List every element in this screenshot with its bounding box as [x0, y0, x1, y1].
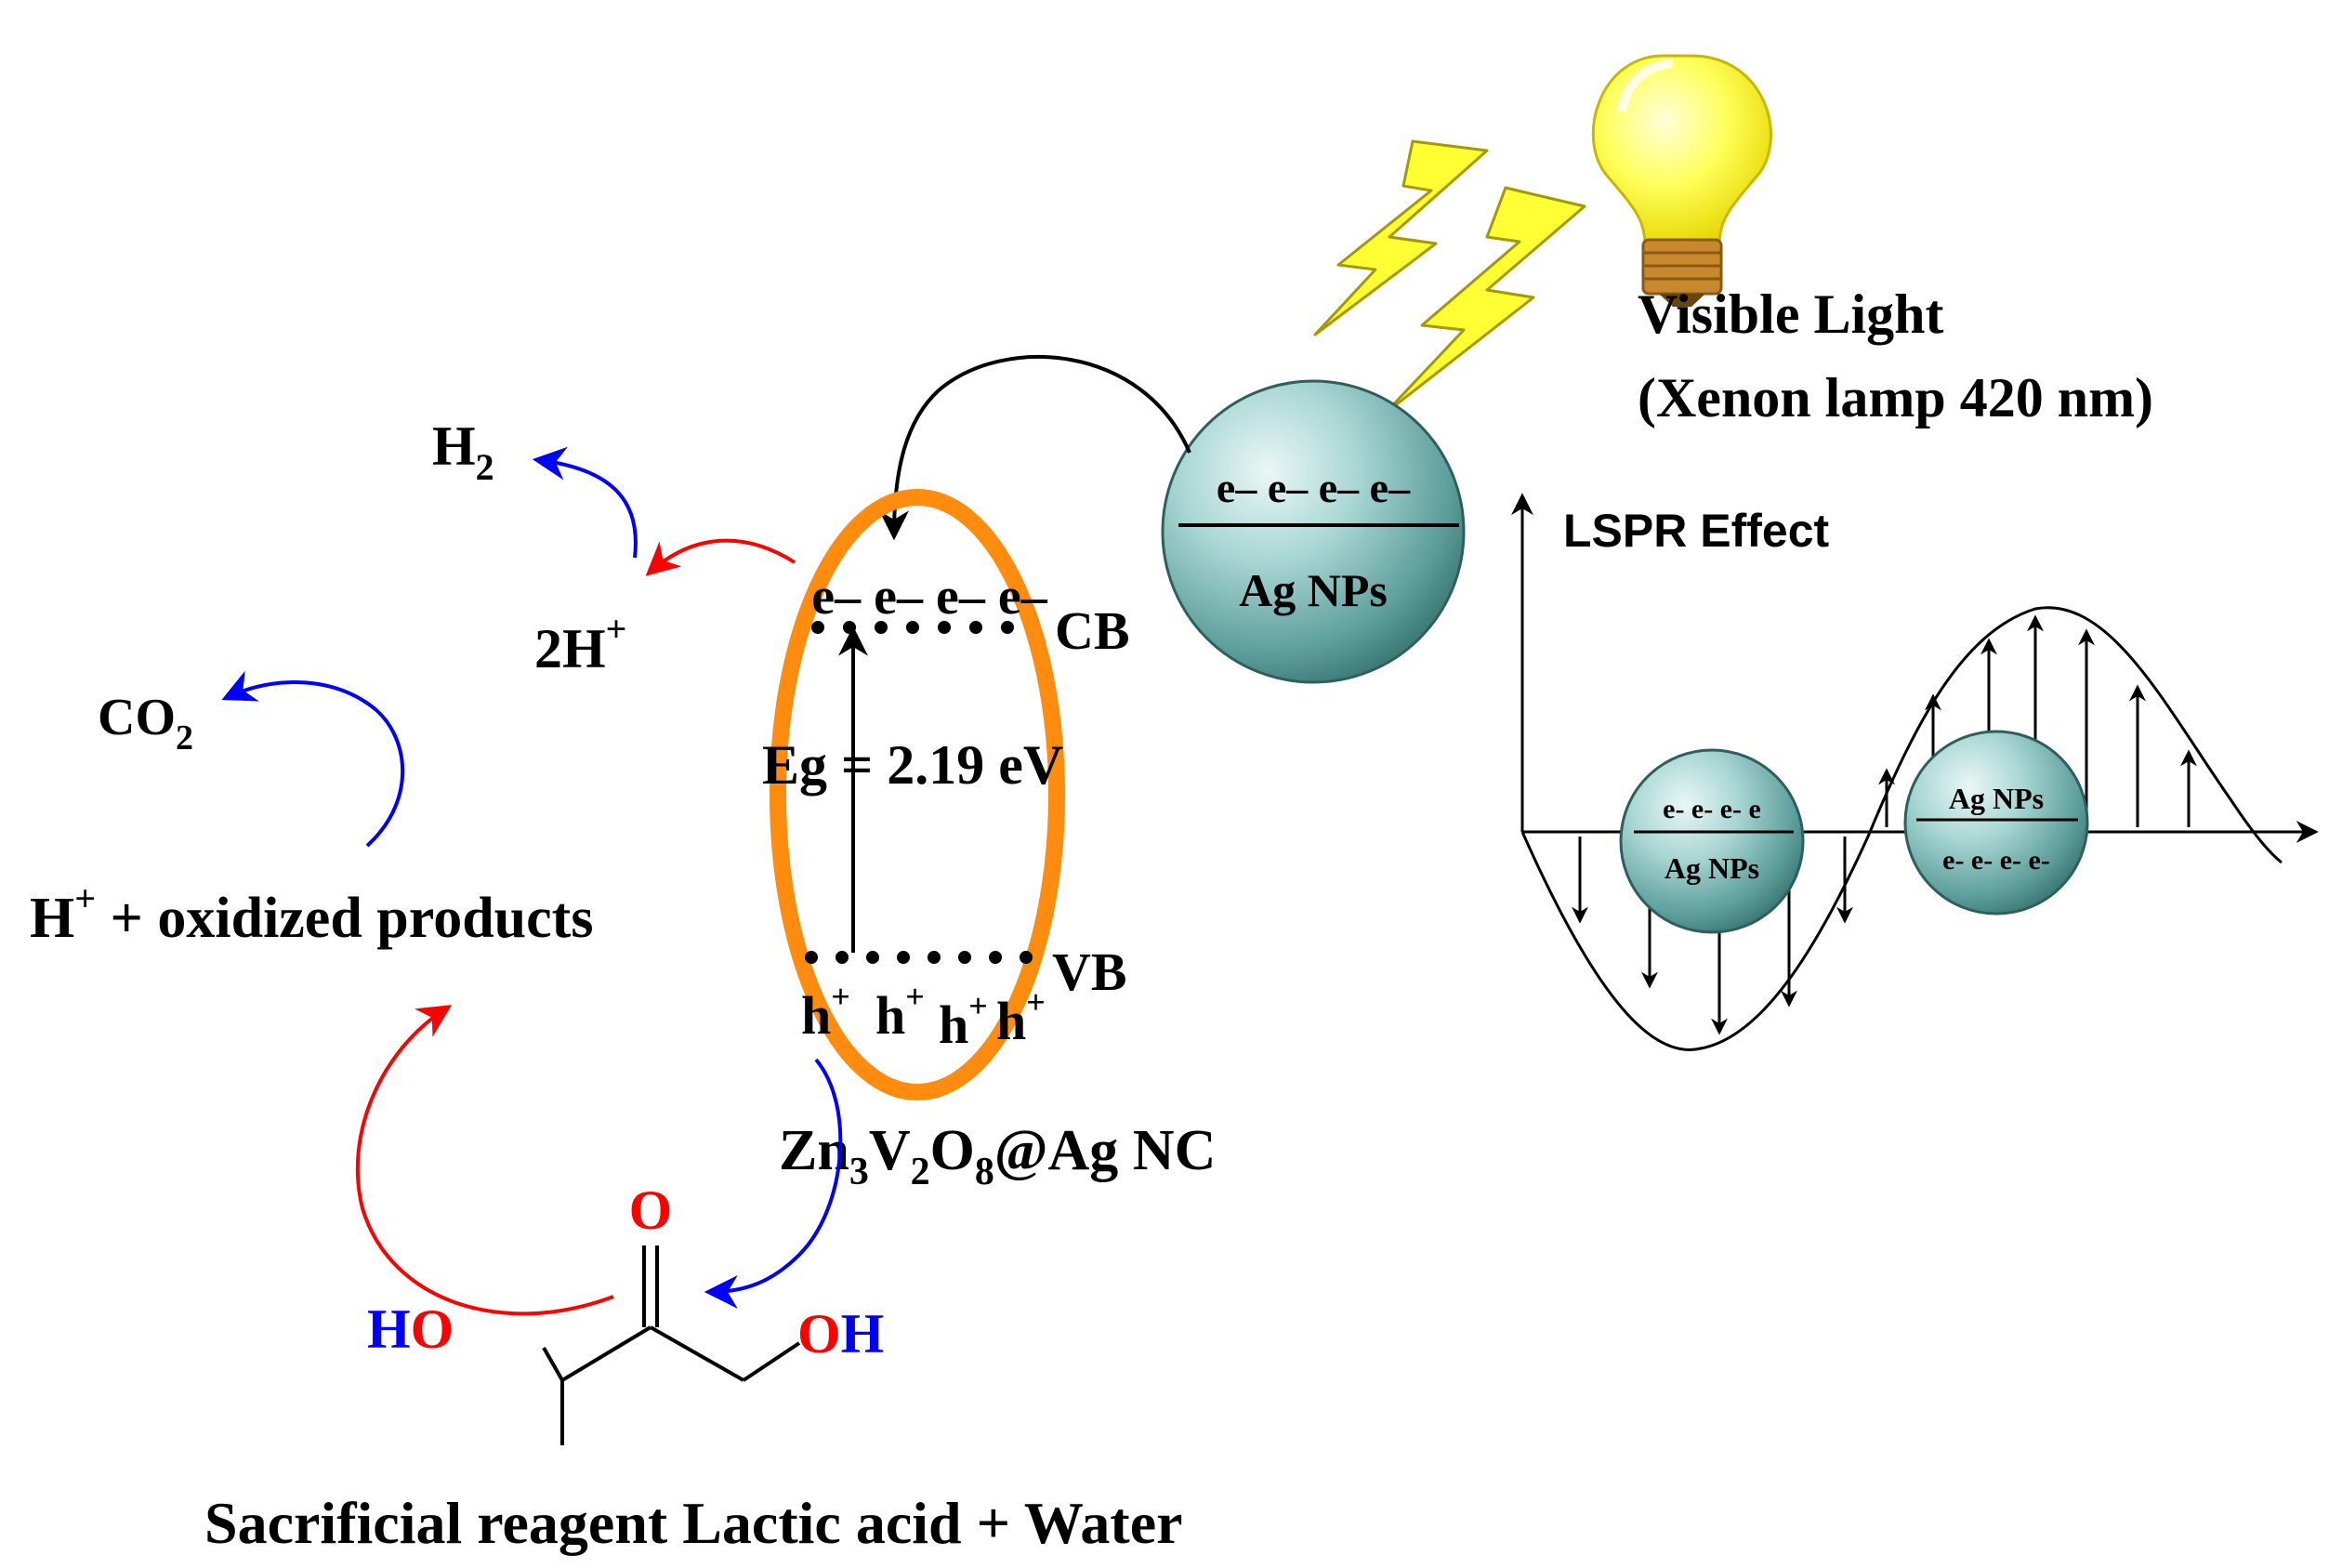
co2-label: CO2 [98, 689, 193, 758]
hydroxyl-group: OH [797, 1303, 884, 1364]
oxidation-arrow [355, 1005, 614, 1316]
ag-electrons: e– e– e– e– [1217, 464, 1411, 511]
co2-evolution-arrow [221, 670, 405, 848]
holes: h+ h+ h+ h+ [801, 978, 1046, 1055]
h2-evolution-arrow [532, 446, 638, 559]
hole: h+ [801, 978, 850, 1046]
hole-transfer-arrow [704, 1058, 843, 1309]
ag-label: Ag NPs [1239, 564, 1388, 616]
oxidized-products-label: H+ + oxidized products [30, 877, 593, 950]
reduction-arrow [645, 538, 796, 576]
lactic-acid-structure: O HO OH [367, 1179, 884, 1445]
ag-nanoparticle: e– e– e– e– Ag NPs [1161, 379, 1466, 684]
catalyst-name: Zn3V2O8@Ag NC [779, 1119, 1216, 1193]
hole: h+ [939, 987, 988, 1055]
bandgap-label: Eg = 2.19 eV [762, 734, 1063, 796]
light-subtitle: (Xenon lamp 420 nm) [1638, 367, 2153, 428]
hydroxyl-group: HO [367, 1298, 454, 1360]
lightning-bolt-icon [1313, 139, 1489, 336]
caption: Sacrificial reagent Lactic acid + Water [204, 1490, 1183, 1556]
cb-label: CB [1055, 600, 1130, 661]
electron-transfer-arrow [879, 354, 1191, 541]
hole: h+ [996, 983, 1046, 1051]
vb-label: VB [1052, 942, 1127, 1002]
lspr-left-electrons: e- e- e- e [1663, 794, 1761, 824]
light-title: Visible Light [1638, 283, 1944, 345]
carbonyl-oxygen: O [629, 1179, 673, 1241]
protons-label: 2H+ [534, 608, 626, 679]
lspr-panel: LSPR Effect e- e- e- e Ag NPs Ag NPs e- … [1511, 493, 2319, 1051]
ag-nanoparticle-small: Ag NPs e- e- e- e- [1903, 730, 2089, 916]
h2-label: H2 [432, 415, 494, 488]
hole: h+ [875, 978, 925, 1046]
cb-electrons: e– e– e– e– [811, 568, 1047, 626]
semiconductor-ring [770, 489, 1065, 1100]
lightning-bolt-icon [1383, 186, 1586, 415]
light-bulb-icon [1591, 54, 1772, 307]
lspr-left-label: Ag NPs [1665, 851, 1759, 885]
lspr-right-label: Ag NPs [1949, 782, 2044, 815]
ag-nanoparticle-small: e- e- e- e Ag NPs [1619, 748, 1805, 934]
oscillation-wave [1520, 606, 2283, 1051]
lspr-title: LSPR Effect [1563, 505, 1830, 557]
lspr-right-electrons: e- e- e- e- [1942, 845, 2050, 876]
